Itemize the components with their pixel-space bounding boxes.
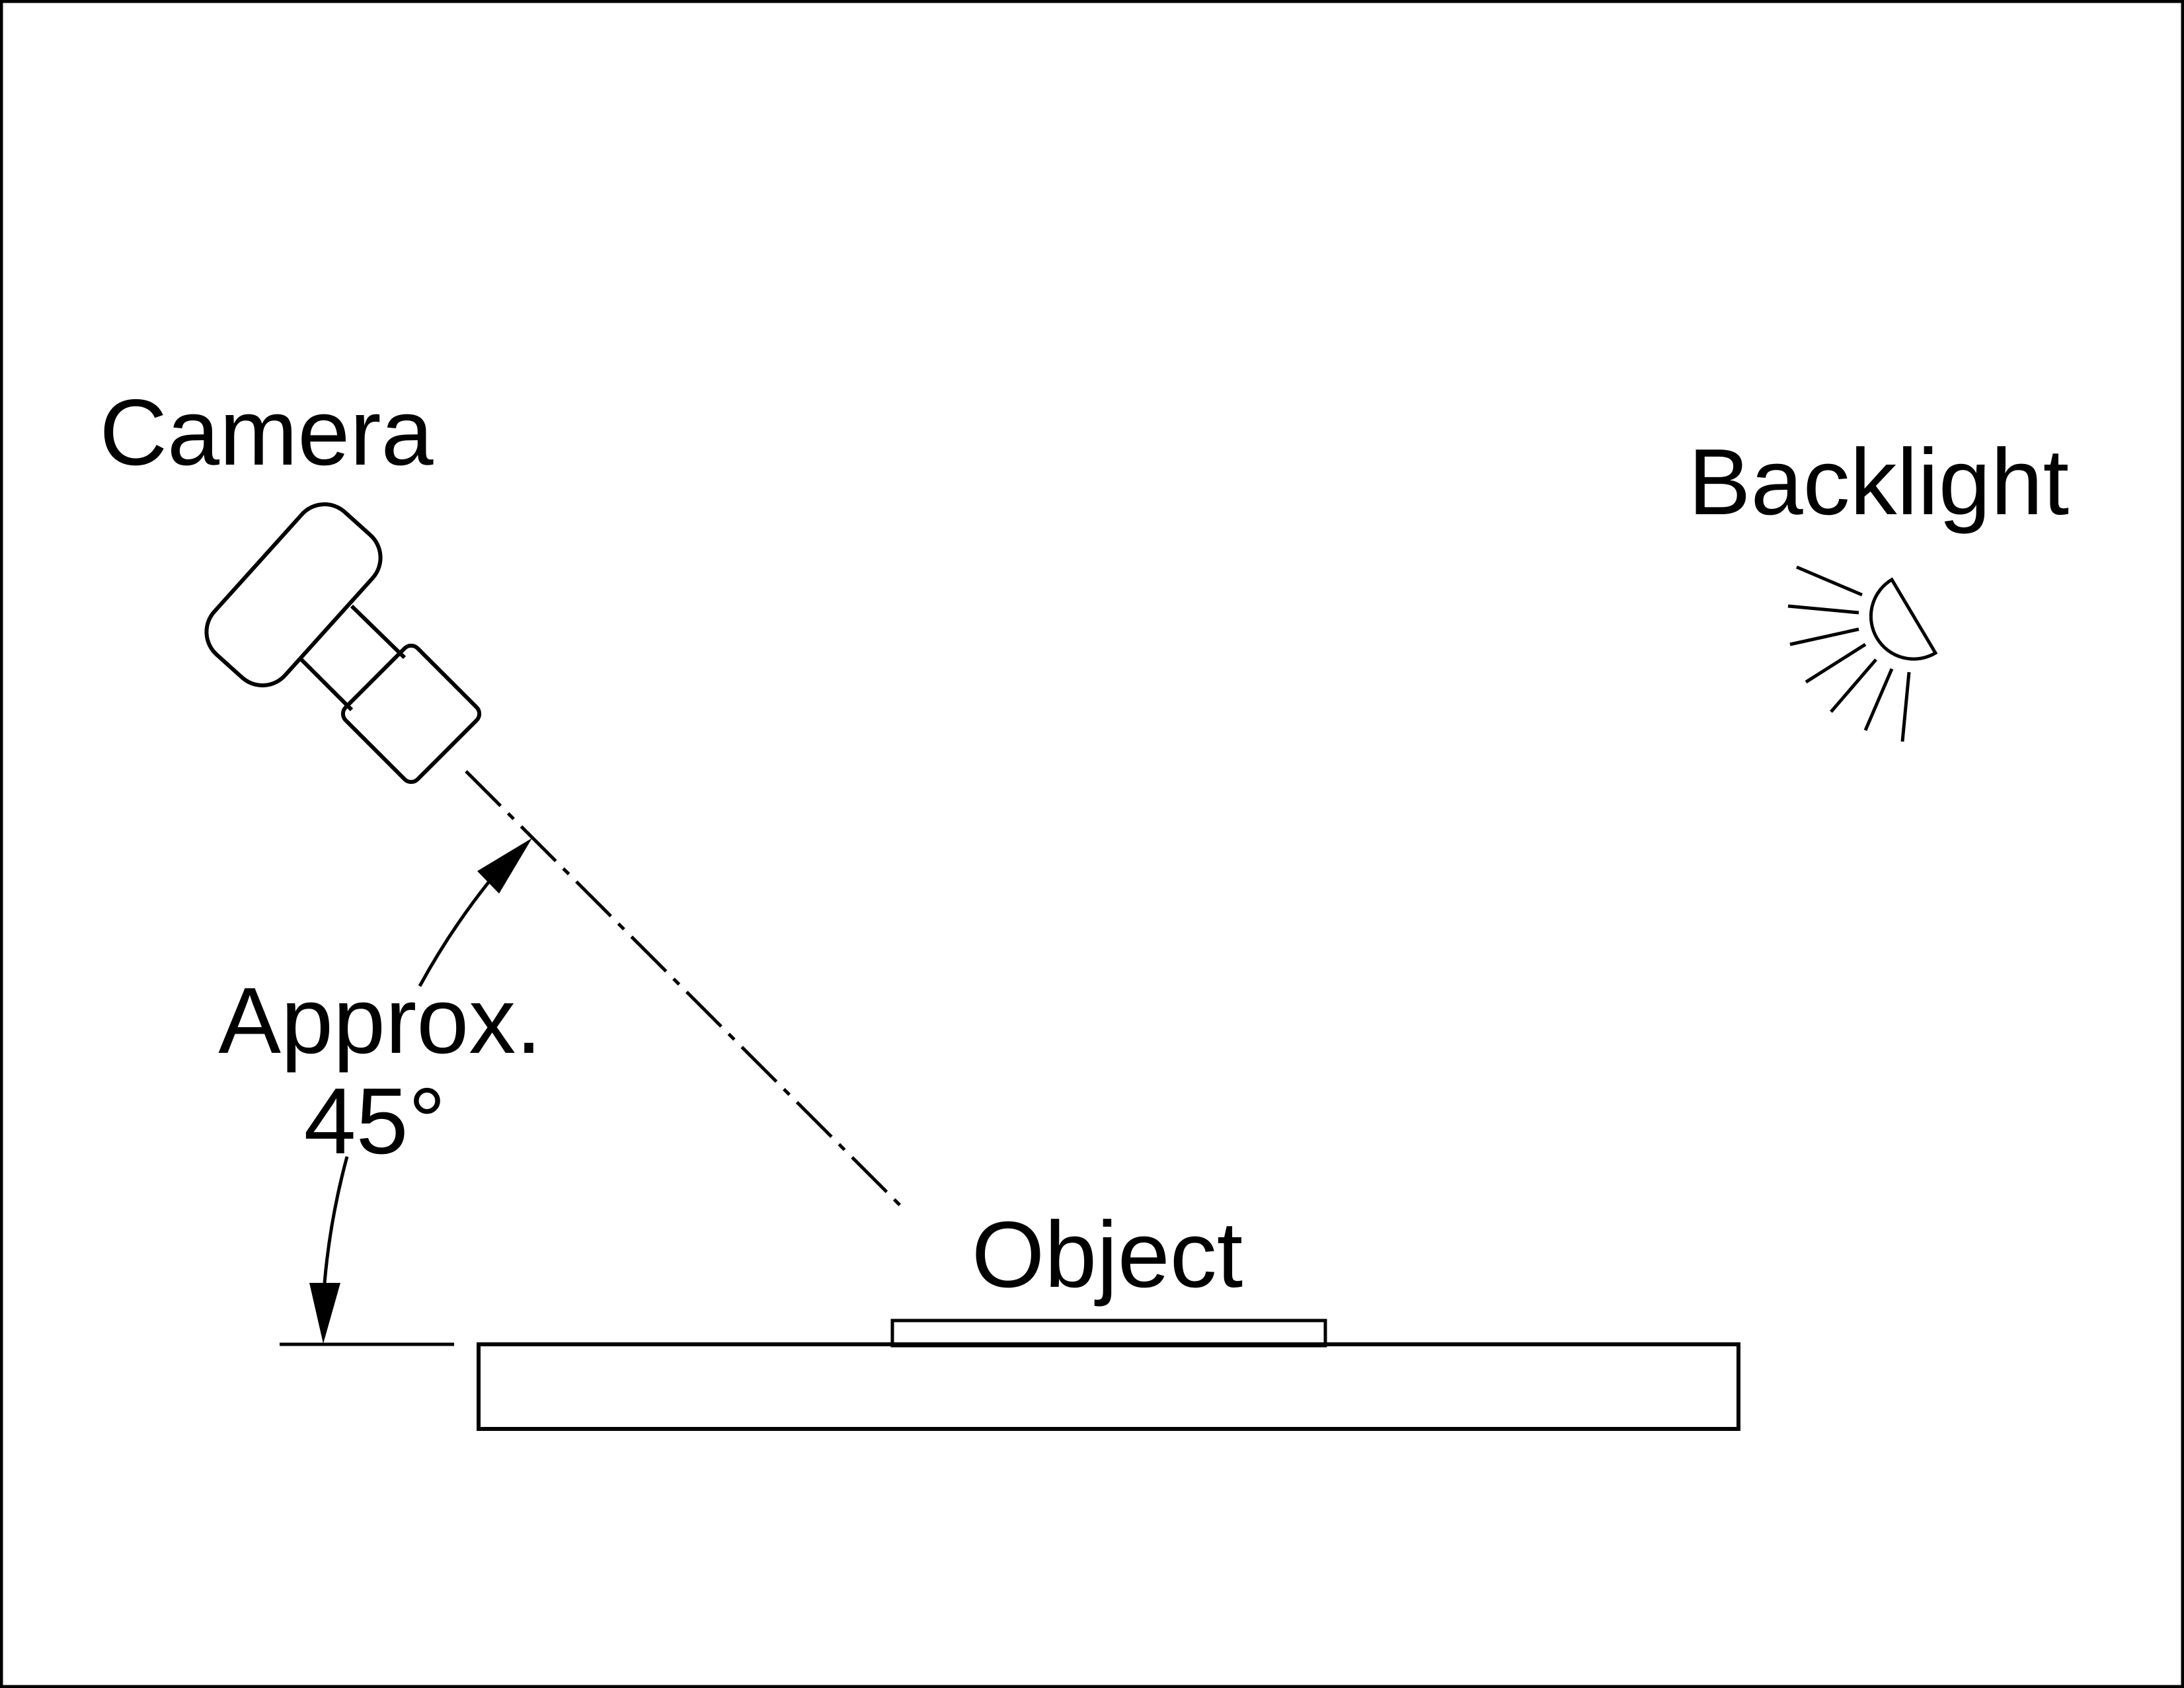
- table-surface: [477, 1342, 1740, 1431]
- optical-axis-line: [465, 770, 907, 1212]
- backlight-ray: [1863, 668, 1894, 731]
- backlight-ray: [1830, 658, 1877, 713]
- backlight-ray: [1789, 627, 1859, 646]
- backlight-lamp-half-disc: [1869, 577, 1938, 661]
- backlight-group: Backlight: [1688, 430, 2069, 742]
- camera-label: Camera: [99, 380, 433, 485]
- object-slab: [890, 1319, 1327, 1348]
- angle-arrowhead-upper: [477, 838, 532, 894]
- object-label: Object: [972, 1202, 1243, 1307]
- angle-arc-upper: [418, 881, 490, 987]
- angle-arrowhead-lower: [309, 1283, 340, 1344]
- stage-group: Object: [477, 1202, 1740, 1431]
- angle-label-line2: 45°: [304, 1069, 446, 1174]
- camera-group: Camera: [99, 380, 482, 785]
- camera-icon: [204, 502, 482, 785]
- camera-barrel-upper-line: [350, 604, 407, 660]
- angle-annotation: Approx. 45°: [218, 838, 542, 1346]
- backlight-ray: [1900, 671, 1911, 742]
- angle-arc-lower: [323, 1156, 349, 1284]
- backlight-ray: [1796, 565, 1863, 597]
- backlight-ray: [1787, 604, 1859, 615]
- backlight-icon: [1787, 565, 1938, 742]
- camera-body: [204, 502, 383, 687]
- backlight-ray: [1805, 642, 1867, 684]
- angle-label-line1: Approx.: [218, 968, 541, 1073]
- camera-barrel-lower-line: [299, 657, 354, 712]
- backlight-label: Backlight: [1688, 430, 2069, 535]
- camera-lens-block: [340, 643, 482, 785]
